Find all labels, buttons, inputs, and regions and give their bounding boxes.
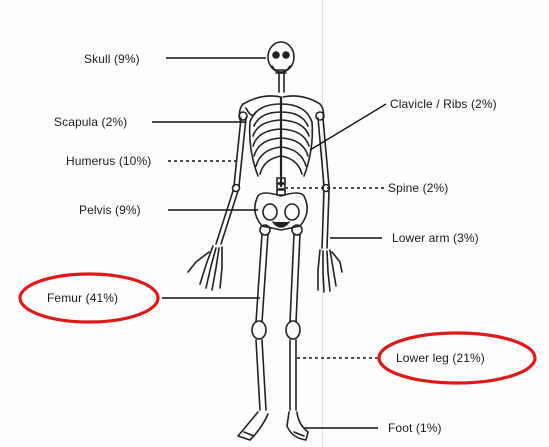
lower-arm-label: Lower arm (3%) — [392, 231, 479, 245]
foot-label: Foot (1%) — [388, 421, 442, 435]
skull-bone — [268, 42, 294, 73]
pelvis-label: Pelvis (9%) — [79, 203, 141, 217]
foot-bone-left — [238, 412, 268, 440]
neck-bone — [279, 74, 284, 92]
scapula-label: Scapula (2%) — [54, 115, 127, 129]
lower-leg-bone-left — [256, 340, 266, 410]
lower-arm-bone-left — [216, 191, 238, 244]
femur-bone-left — [256, 225, 270, 322]
humerus-label: Humerus (10%) — [66, 154, 151, 168]
clavicle-ribs-leader-line — [310, 104, 386, 150]
clavicle-ribs-label: Clavicle / Ribs (2%) — [390, 97, 497, 111]
lower-leg-bone-right — [290, 340, 296, 410]
humerus-bone-right — [316, 112, 330, 192]
hand-bone-left — [188, 246, 222, 290]
knee-right — [286, 321, 300, 339]
humerus-bone-left — [233, 112, 248, 192]
lower-leg-label: Lower leg (21%) — [396, 351, 485, 365]
spine-label: Spine (2%) — [388, 181, 448, 195]
rib-cage — [250, 98, 313, 186]
femur-label: Femur (41%) — [47, 291, 118, 305]
hand-bone-right — [318, 250, 342, 292]
lower-arm-bone-right — [322, 191, 329, 248]
femur-bone-right — [290, 225, 302, 322]
skull-label: Skull (9%) — [84, 52, 140, 66]
pelvis-bone — [255, 193, 307, 230]
knee-left — [252, 321, 266, 339]
foot-bone-right — [287, 412, 308, 440]
